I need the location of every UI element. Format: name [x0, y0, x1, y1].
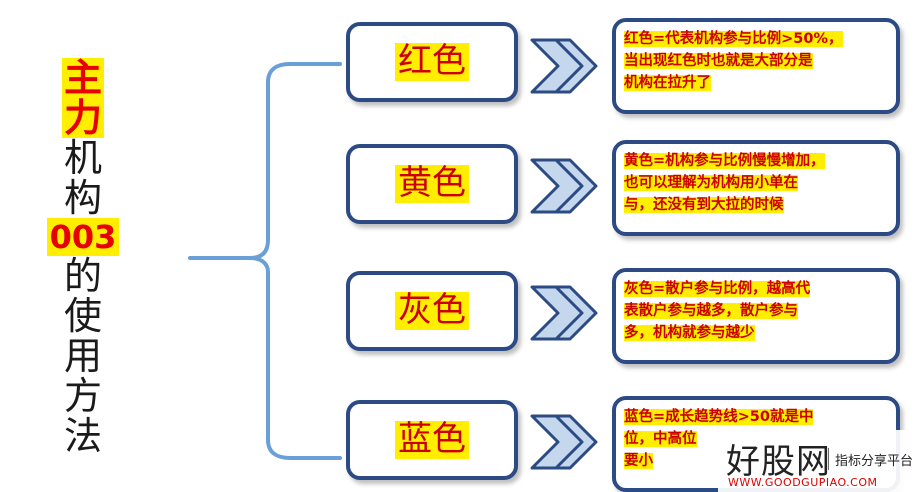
color-label: 红色 [395, 42, 469, 81]
title-char: 用 [63, 334, 102, 378]
watermark-url: WWW.GOODGUPIAO.COM [728, 476, 878, 489]
title-char: 力 [61, 96, 104, 140]
color-box-blue: 蓝色 [346, 400, 518, 480]
brace-connector [188, 62, 342, 460]
description-box-yellow: 黄色=机构参与比例慢慢增加， 也可以理解为机构用小单在 与，还没有到大拉的时候 [612, 140, 900, 236]
title-char: 构 [63, 176, 102, 220]
title-char-number: 003 [46, 218, 120, 256]
title-char: 的 [63, 254, 102, 298]
title-char: 主 [61, 56, 104, 100]
site-watermark: 好股网 指标分享平台 WWW.GOODGUPIAO.COM [718, 430, 919, 492]
color-label: 灰色 [395, 291, 469, 330]
title-char: 机 [63, 136, 102, 180]
chevron-arrow-icon [530, 414, 598, 470]
title-char: 法 [63, 414, 102, 458]
description-box-gray: 灰色=散户参与比例，越高代 表散户参与越多，散户参与 多，机构就参与越少 [612, 268, 900, 364]
title-char: 方 [63, 374, 102, 418]
color-box-gray: 灰色 [346, 271, 518, 351]
description-text: 黄色=机构参与比例慢慢增加， 也可以理解为机构用小单在 与，还没有到大拉的时候 [624, 153, 825, 213]
description-box-red: 红色=代表机构参与比例>50%， 当出现红色时也就是大部分是 机构在拉升了 [612, 18, 900, 114]
color-box-red: 红色 [346, 22, 518, 102]
description-text: 灰色=散户参与比例，越高代 表散户参与越多，散户参与 多，机构就参与越少 [624, 281, 811, 341]
vertical-title: 主 力 机 构 003 的 使 用 方 法 [46, 56, 120, 458]
color-label: 黄色 [395, 164, 469, 203]
watermark-divider [828, 448, 829, 470]
color-box-yellow: 黄色 [346, 144, 518, 224]
title-char: 使 [63, 294, 102, 338]
description-text: 红色=代表机构参与比例>50%， 当出现红色时也就是大部分是 机构在拉升了 [624, 31, 843, 91]
watermark-brand: 好股网 [726, 442, 831, 482]
chevron-arrow-icon [530, 158, 598, 214]
chevron-arrow-icon [530, 285, 598, 341]
chevron-arrow-icon [530, 38, 598, 94]
color-label: 蓝色 [395, 420, 469, 459]
watermark-tagline: 指标分享平台 [835, 454, 914, 469]
